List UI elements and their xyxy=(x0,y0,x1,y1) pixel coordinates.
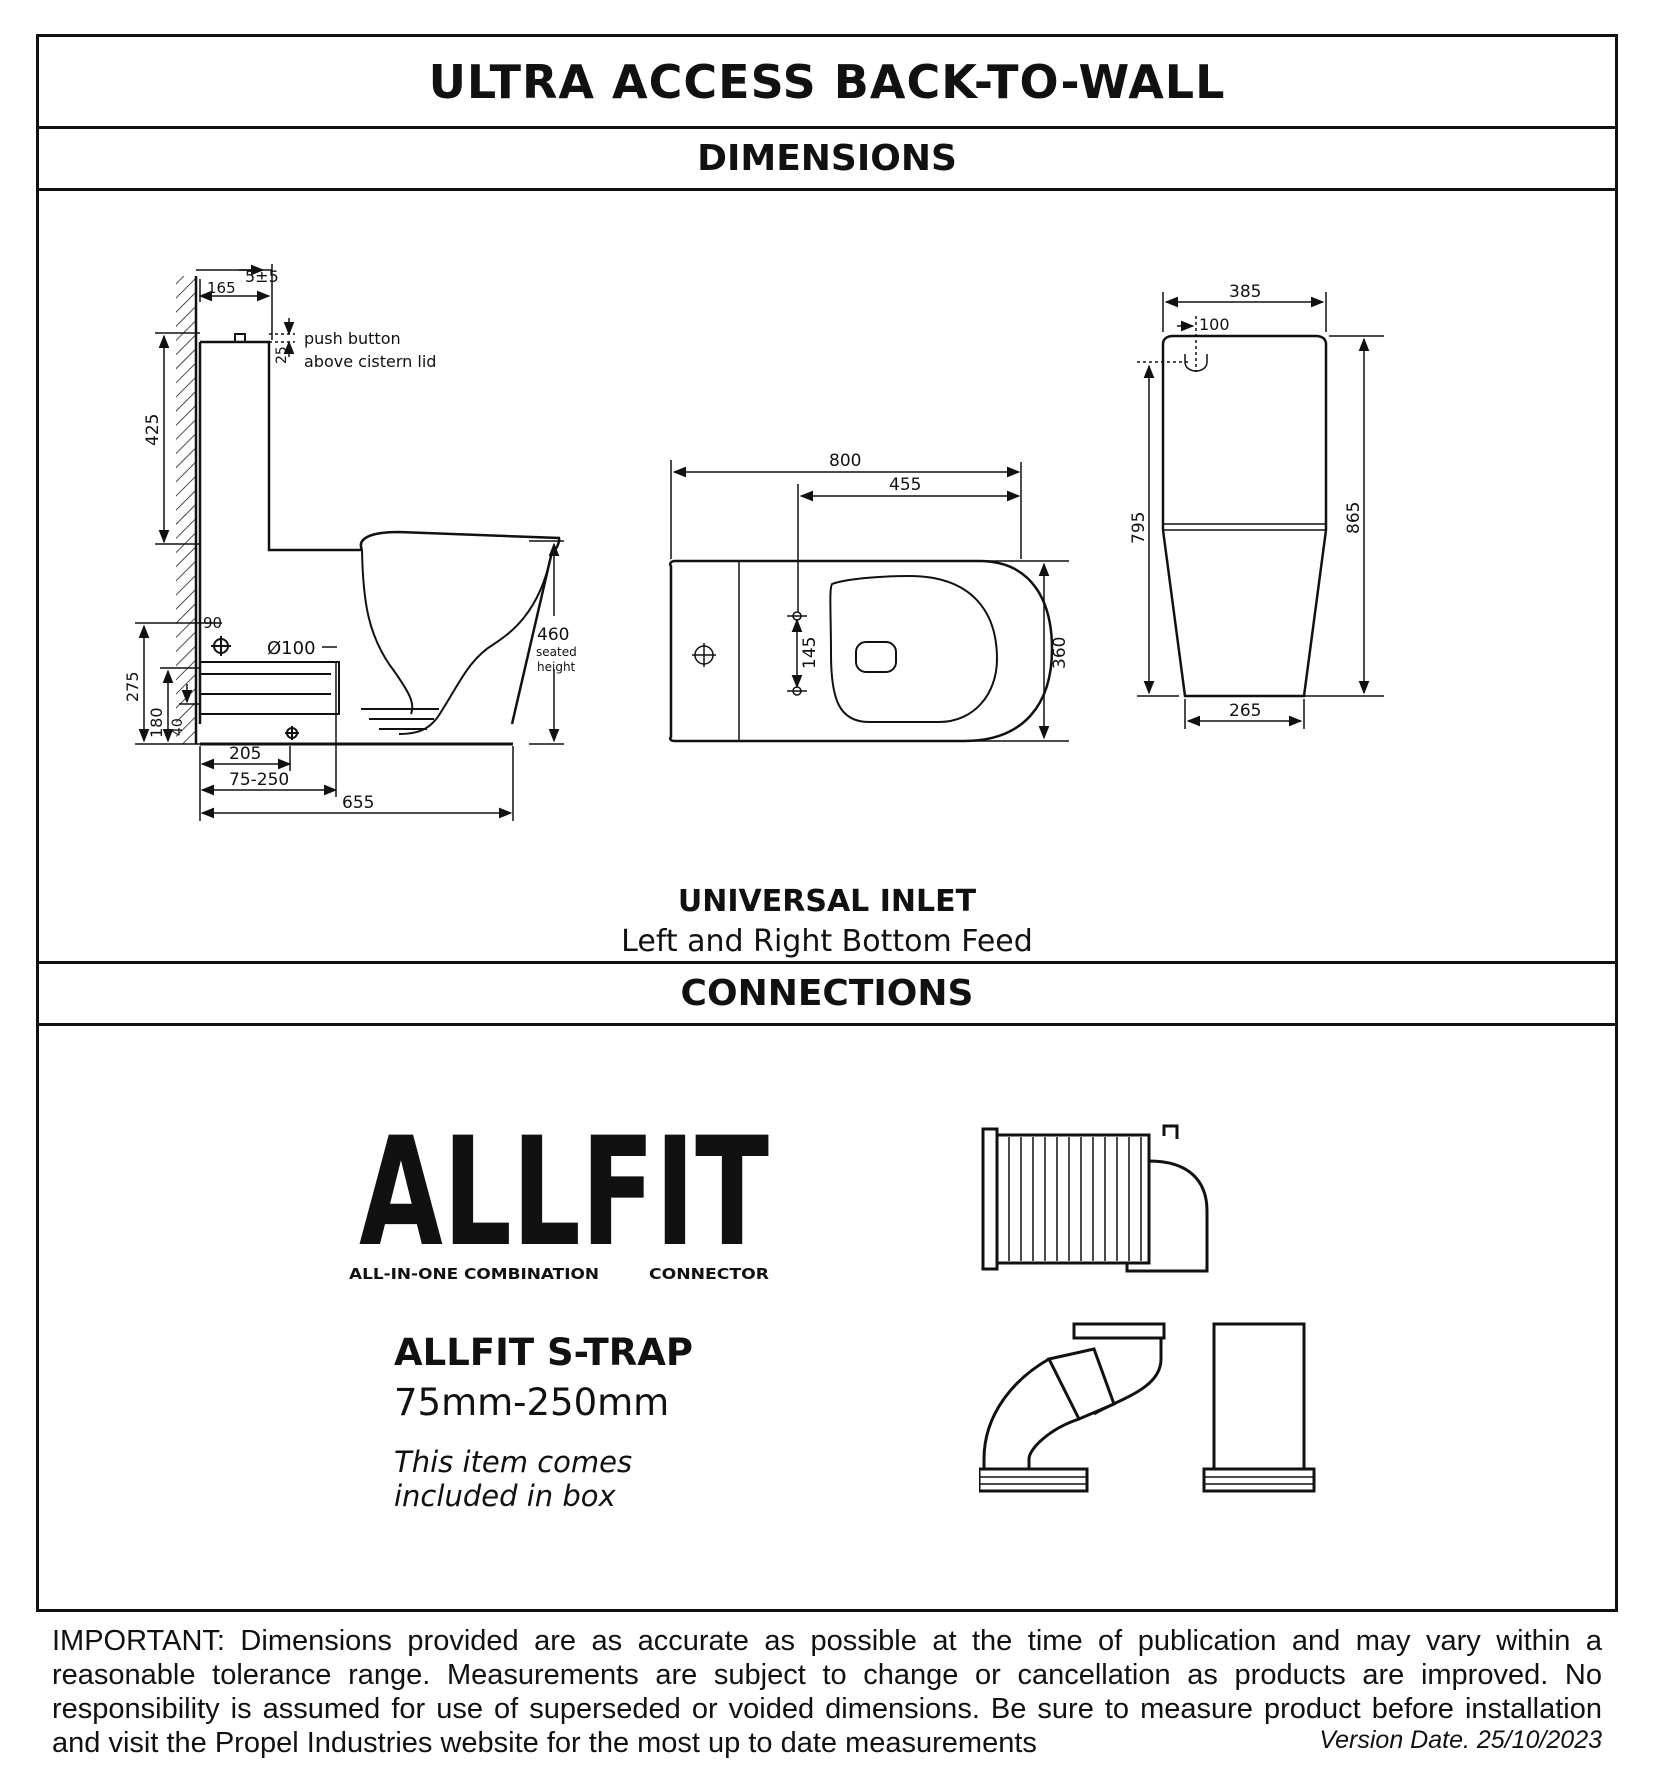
side-view-labels: 5±5 165 push button above cistern lid 25… xyxy=(123,267,577,813)
title-bar: ULTRA ACCESS BACK-TO-WALL xyxy=(39,37,1615,129)
dim-165: 165 xyxy=(207,279,236,297)
dim-425: 425 xyxy=(143,414,163,446)
dim-865: 865 xyxy=(1344,502,1364,534)
push-button-label-1: push button xyxy=(304,329,401,348)
push-button-label-2: above cistern lid xyxy=(304,352,436,371)
dim-275: 275 xyxy=(123,671,142,702)
dimension-drawings: 5±5 165 push button above cistern lid 25… xyxy=(123,264,1384,821)
allfit-logo: ALLFIT ALL-IN-ONE COMBINATION CONNECTOR xyxy=(349,1129,770,1283)
version-date: Version Date. 25/10/2023 xyxy=(1319,1726,1602,1754)
spec-sheet-frame: ULTRA ACCESS BACK-TO-WALL DIMENSIONS xyxy=(36,34,1618,1612)
connections-panel: ALLFIT ALL-IN-ONE COMBINATION CONNECTOR xyxy=(39,1029,1615,1609)
dim-265: 265 xyxy=(1229,701,1261,721)
top-view-dimension-lines xyxy=(670,460,1069,742)
important-label: IMPORTANT: xyxy=(52,1625,225,1657)
side-view-drawing xyxy=(176,276,561,746)
universal-inlet-title: UNIVERSAL INLET xyxy=(677,884,977,919)
front-view-labels: 385 100 795 865 265 xyxy=(1129,282,1364,721)
side-view-dimension-lines xyxy=(135,264,564,821)
important-disclaimer: IMPORTANT: Dimensions provided are as ac… xyxy=(52,1624,1602,1760)
front-view-drawing xyxy=(1161,334,1328,698)
dim-360: 360 xyxy=(1050,637,1070,669)
dim-460: 460 xyxy=(537,625,569,645)
connections-heading: CONNECTIONS xyxy=(680,973,974,1014)
seated-height-label-1: seated xyxy=(536,645,577,659)
dim-145: 145 xyxy=(800,637,820,669)
dim-100-front: 100 xyxy=(1199,315,1230,334)
s-trap-side-illustration xyxy=(979,1322,1166,1493)
dim-655: 655 xyxy=(342,793,374,813)
product-title: ULTRA ACCESS BACK-TO-WALL xyxy=(428,54,1226,109)
dim-40: 40 xyxy=(170,718,186,736)
dim-385: 385 xyxy=(1229,282,1261,302)
dim-25: 25 xyxy=(274,346,290,364)
front-view-dimension-lines xyxy=(1137,292,1384,729)
dim-180: 180 xyxy=(147,707,166,738)
dimensions-header: DIMENSIONS xyxy=(39,129,1615,191)
seated-height-label-2: height xyxy=(537,660,576,674)
allfit-logo-word: ALLFIT xyxy=(359,1129,769,1280)
allfit-tagline-left: ALL-IN-ONE COMBINATION xyxy=(349,1265,599,1283)
dimensions-heading: DIMENSIONS xyxy=(697,138,957,179)
allfit-tagline-right: CONNECTOR xyxy=(649,1265,770,1283)
dim-455: 455 xyxy=(889,475,921,495)
dim-5pm5: 5±5 xyxy=(245,267,279,286)
top-view-labels: 800 455 145 360 xyxy=(800,451,1070,669)
disclaimer-text: Dimensions provided are as accurate as p… xyxy=(52,1625,1602,1759)
allfit-connector-illustration xyxy=(981,1124,1209,1273)
s-trap-range: 75mm-250mm xyxy=(394,1381,670,1424)
dim-75-250: 75-250 xyxy=(229,770,289,790)
s-trap-note: This item comes included in box xyxy=(394,1445,633,1513)
dim-dia-100: Ø100 xyxy=(267,638,316,659)
s-trap-title: ALLFIT S-TRAP xyxy=(394,1331,693,1374)
dimensions-panel: 5±5 165 push button above cistern lid 25… xyxy=(39,194,1615,964)
connections-header: CONNECTIONS xyxy=(39,964,1615,1026)
dim-90: 90 xyxy=(203,614,222,632)
universal-inlet-subtitle: Left and Right Bottom Feed xyxy=(621,924,1033,959)
dim-800: 800 xyxy=(829,451,861,471)
dim-205: 205 xyxy=(229,744,261,764)
dim-795: 795 xyxy=(1129,512,1149,544)
s-trap-front-illustration xyxy=(1202,1322,1316,1493)
top-view-drawing xyxy=(668,559,1054,743)
